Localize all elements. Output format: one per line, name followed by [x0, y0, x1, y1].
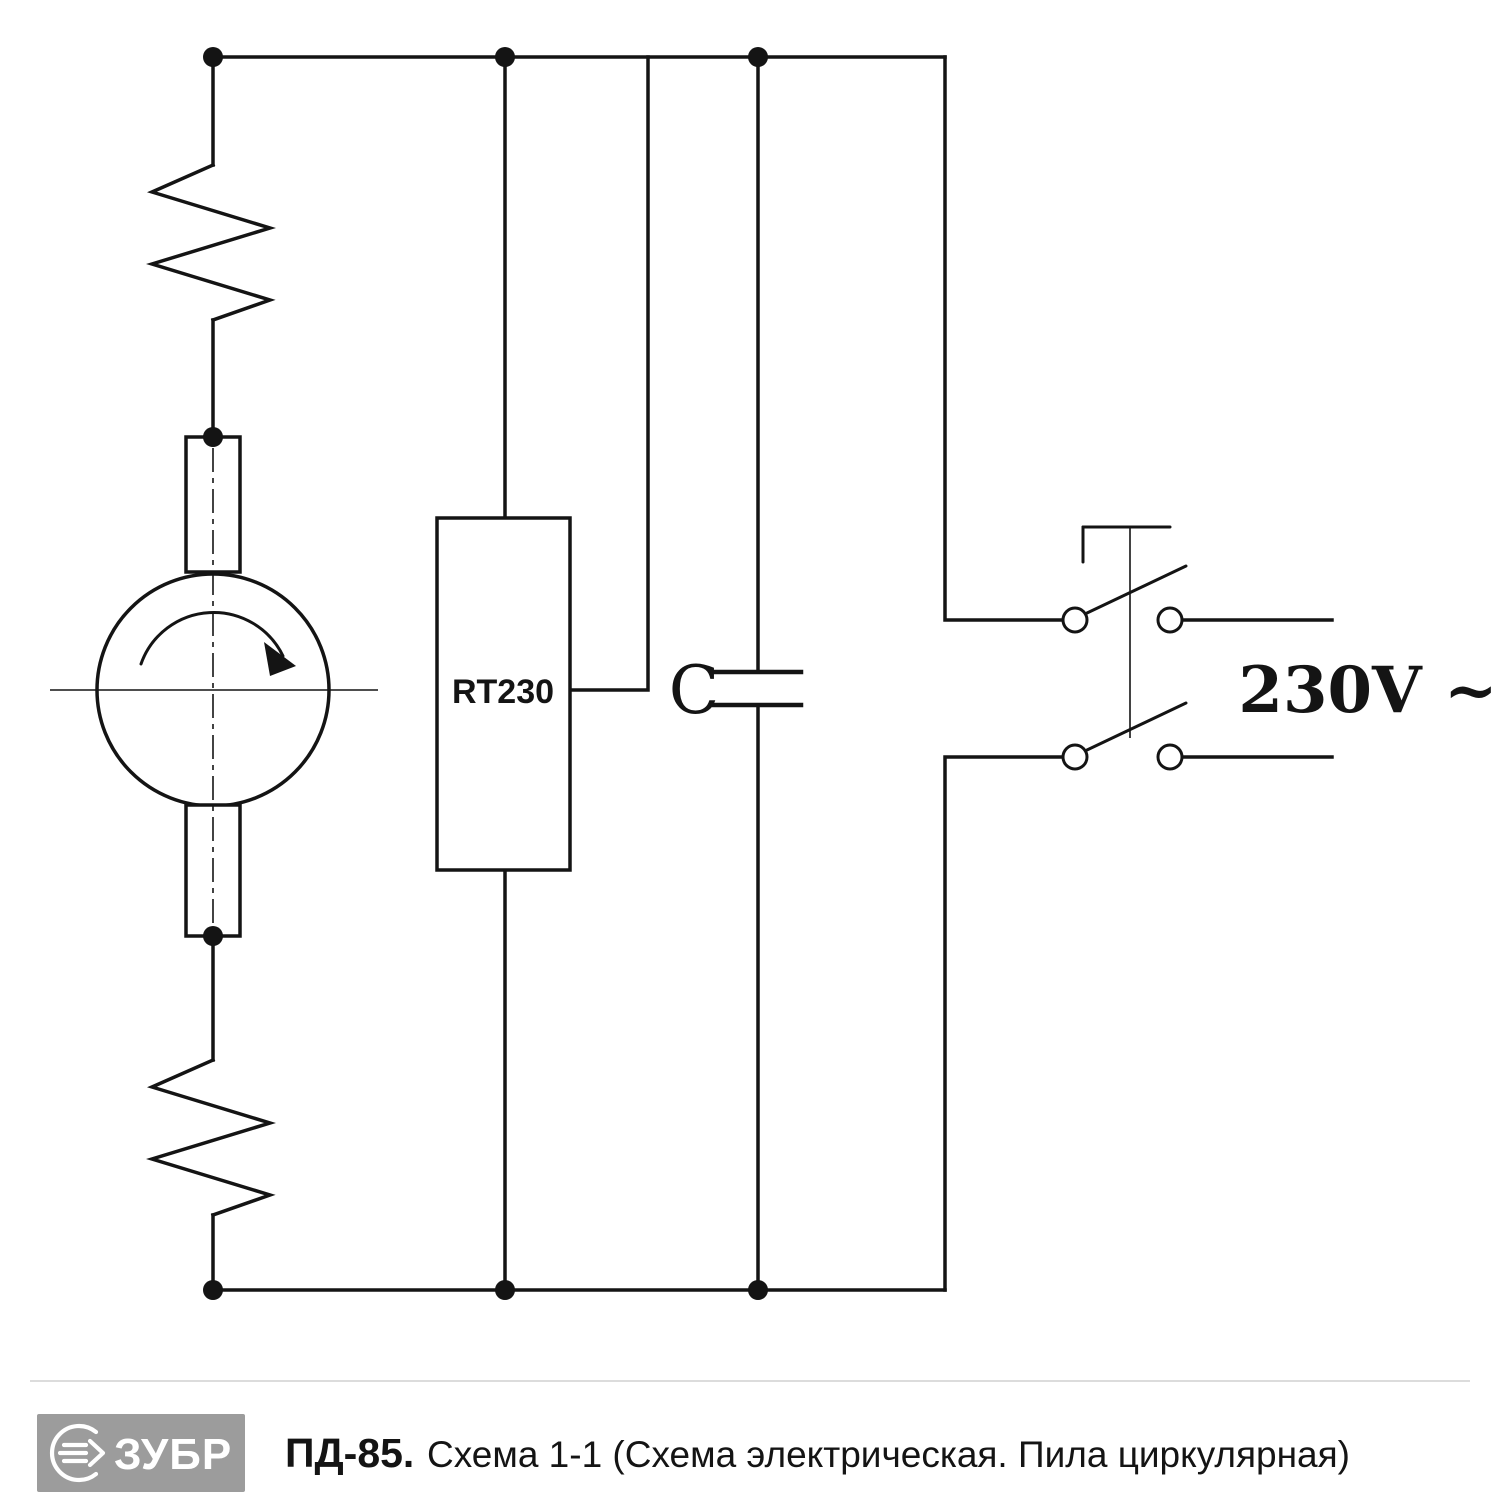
stator-winding-lower — [146, 1057, 276, 1218]
switch-lower-feed-wire — [943, 755, 1065, 1292]
footer: ЗУБР ПД-85. Схема 1-1 (Схема электрическ… — [30, 1380, 1470, 1492]
thermal-protector: RT230 — [435, 516, 572, 872]
junction-dot — [203, 47, 223, 67]
protector-side-link-wire — [568, 55, 650, 692]
rotation-arrowhead-icon — [264, 642, 296, 676]
zubr-logo-icon — [50, 1423, 106, 1483]
junction-dot — [203, 427, 223, 447]
model-label: ПД-85. — [285, 1430, 414, 1476]
junction-dot — [203, 926, 223, 946]
switch-blade-upper — [1085, 564, 1188, 615]
thermal-protector-label: RT230 — [452, 673, 554, 711]
wires — [211, 55, 1334, 1292]
junction-dot — [748, 47, 768, 67]
logo-background — [37, 1414, 245, 1492]
thermal-protector-box — [435, 516, 572, 872]
capacitor-symbol: C — [669, 652, 804, 729]
switch-symbol — [1061, 525, 1188, 771]
junction-dot — [203, 1280, 223, 1300]
junction-dot — [495, 47, 515, 67]
junction-dot — [748, 1280, 768, 1300]
brand-name: ЗУБР — [114, 1430, 232, 1479]
switch-blade-lower — [1085, 701, 1188, 752]
switch-contact-upper-right — [1156, 606, 1184, 634]
switch-contact-lower-right — [1156, 743, 1184, 771]
switch-upper-feed-wire — [943, 55, 1065, 622]
voltage-label: 230V ~ — [1238, 653, 1497, 728]
caption-text: Схема 1-1 (Схема электрическая. Пила цир… — [427, 1434, 1350, 1475]
brand-logo: ЗУБР — [37, 1414, 245, 1492]
motor-symbol — [50, 435, 378, 938]
switch-contact-upper-left — [1061, 606, 1089, 634]
capacitor-label: C — [669, 652, 720, 729]
switch-contact-lower-left — [1061, 743, 1089, 771]
junction-dot — [495, 1280, 515, 1300]
stator-winding-upper — [146, 162, 276, 323]
stator-windings — [146, 162, 276, 1218]
junction-dots — [203, 47, 768, 1300]
rotation-arrow-icon — [139, 610, 285, 666]
